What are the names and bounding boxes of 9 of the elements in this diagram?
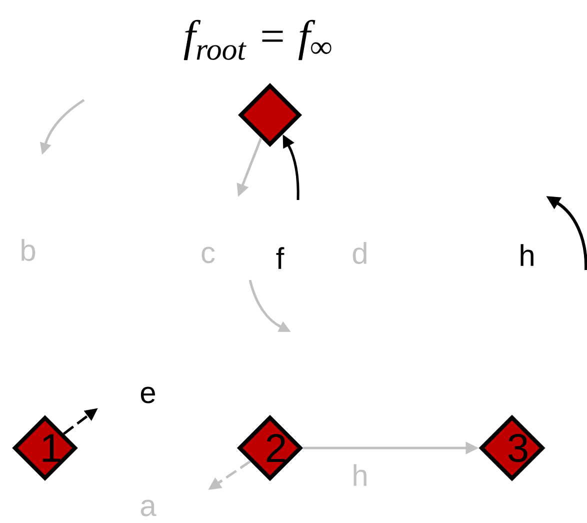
letter-label: h bbox=[520, 244, 534, 266]
edge-label: h bbox=[350, 463, 370, 487]
letter-label: b bbox=[22, 238, 36, 262]
letter-label: e bbox=[140, 386, 156, 404]
letter-label: c bbox=[202, 246, 215, 264]
letter-label: d bbox=[352, 242, 366, 264]
letter-label: a bbox=[140, 500, 156, 516]
title: f$_{root}$ = f$_{∞}$ bbox=[184, 20, 332, 60]
letter-label: f bbox=[276, 247, 284, 269]
